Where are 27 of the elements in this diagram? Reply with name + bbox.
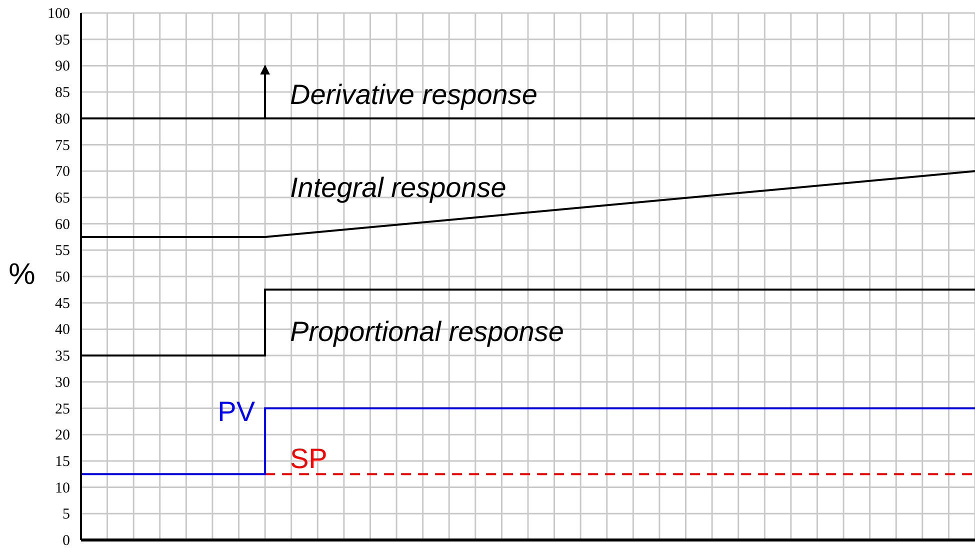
tick-label: 5 <box>62 506 70 523</box>
tick-label: 50 <box>55 270 70 286</box>
tick-label: 0 <box>62 533 70 548</box>
tick-label: 85 <box>55 85 70 102</box>
tick-label: 100 <box>48 6 70 22</box>
tick-label: 95 <box>55 32 70 48</box>
curve-label: SP <box>290 443 328 474</box>
curve-label: Derivative response <box>290 79 538 110</box>
tick-label: 35 <box>55 348 70 365</box>
curve-label: Proportional response <box>290 316 564 347</box>
tick-label: 70 <box>55 164 70 180</box>
tick-label: 80 <box>55 111 70 128</box>
curve-label: Integral response <box>290 172 506 203</box>
tick-label: 20 <box>55 428 70 444</box>
axis-title: % <box>8 258 36 291</box>
tick-label: 30 <box>55 374 70 391</box>
tick-label: 60 <box>55 216 70 233</box>
tick-label: 55 <box>55 243 70 260</box>
tick-label: 45 <box>55 296 70 312</box>
tick-label: 25 <box>55 401 70 418</box>
tick-label: 65 <box>55 190 70 206</box>
tick-label: 75 <box>55 138 70 154</box>
tick-label: 40 <box>55 322 70 338</box>
tick-label: 15 <box>55 454 70 470</box>
tick-label: 90 <box>55 58 70 75</box>
curve-label: PV <box>218 396 255 427</box>
tick-label: 10 <box>55 480 70 496</box>
